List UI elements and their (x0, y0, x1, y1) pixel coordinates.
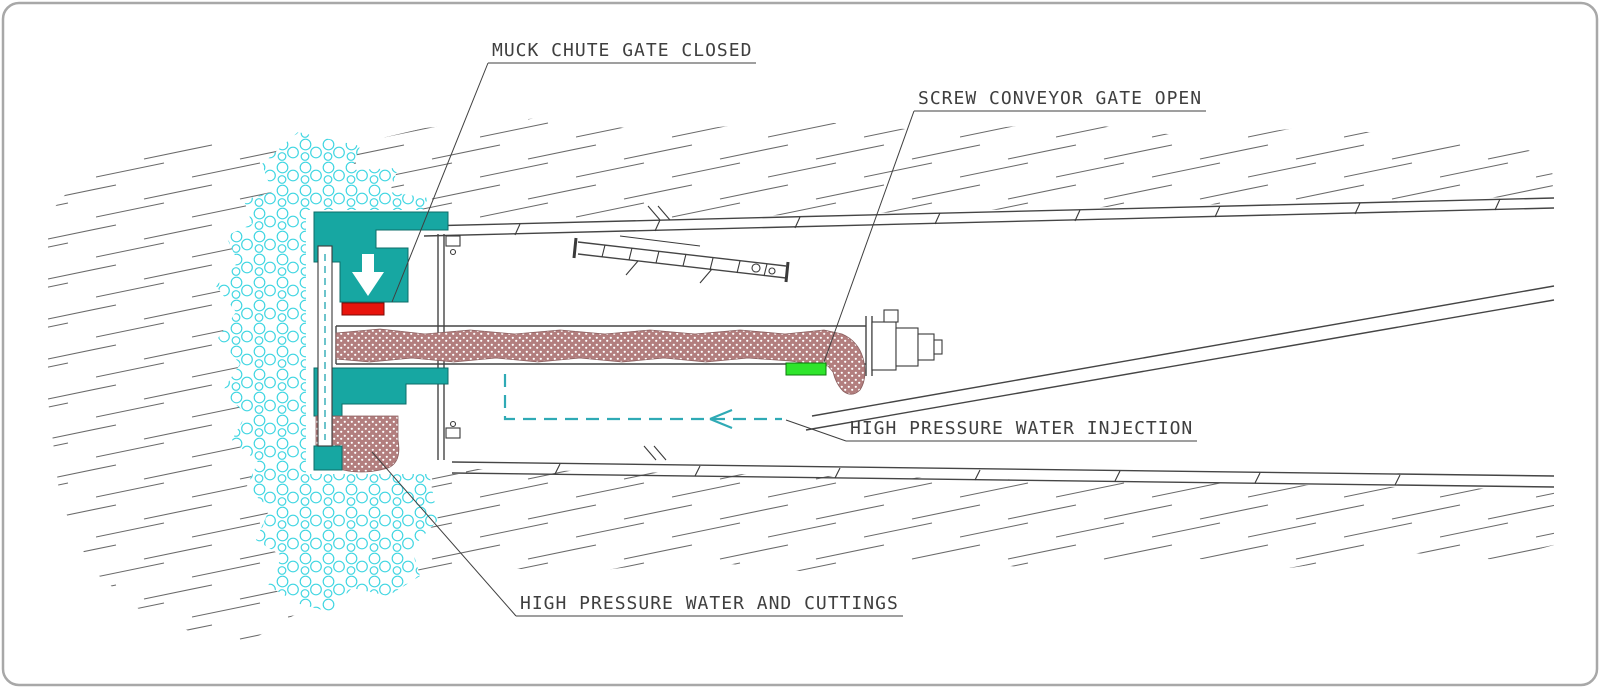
cutterhead-face-plate (317, 245, 333, 447)
bulkhead-bracket (445, 427, 461, 439)
annotation-screw-conveyor-gate: SCREW CONVEYOR GATE OPEN (823, 88, 1206, 363)
segment-joint-tick (1254, 472, 1261, 484)
bulkhead-bolt (449, 420, 457, 428)
segment-joint-tick (1354, 202, 1361, 215)
label-water-and-cuttings: HIGH PRESSURE WATER AND CUTTINGS (520, 593, 899, 614)
leader-line (371, 451, 517, 617)
gearbox-housing (871, 321, 897, 371)
flow-arrowhead (709, 408, 733, 421)
beam-tick (682, 253, 687, 267)
muck-chute-arrow-icon (352, 254, 384, 296)
equipment-beam (577, 241, 787, 267)
segment-joint-tick (554, 463, 561, 475)
label-muck-chute-gate: MUCK CHUTE GATE CLOSED (492, 40, 752, 61)
segment-joint-tick (694, 465, 701, 477)
beam-tick (709, 257, 714, 271)
arrow-stem (362, 254, 374, 272)
break-symbol (657, 205, 671, 221)
muck-chute-gate-closed (341, 302, 385, 316)
label-water-injection: HIGH PRESSURE WATER INJECTION (850, 418, 1193, 439)
segment-joint-tick (1394, 474, 1401, 486)
gearbox-housing (917, 333, 935, 361)
equipment-pivot (751, 263, 761, 273)
annotation-muck-chute-gate: MUCK CHUTE GATE CLOSED (391, 40, 756, 303)
beam-tick (601, 244, 606, 258)
flow-arrowhead (709, 417, 733, 430)
equipment-leg (625, 260, 639, 276)
segment-joint-tick (974, 469, 981, 481)
leader-line (391, 62, 489, 303)
tunnel-lining-top (423, 197, 1555, 237)
segment-joint-tick (1114, 470, 1121, 482)
break-symbol (647, 205, 661, 221)
overhead-equipment (572, 235, 790, 284)
gearbox-detail (883, 309, 899, 323)
beam-tick (628, 247, 633, 261)
gearbox-housing (895, 327, 919, 367)
beam-tick (763, 263, 768, 277)
arrow-head (352, 272, 384, 296)
slope-line (811, 285, 1555, 417)
lining-line (423, 197, 1555, 227)
leader-line (823, 110, 915, 363)
segment-joint-tick (1074, 209, 1081, 222)
drive-shaft-end (933, 339, 943, 355)
segment-joint-tick (654, 219, 661, 232)
water-flow-dashed-line (503, 374, 782, 421)
break-symbol (653, 445, 667, 461)
screw-conveyor-gate-open (785, 362, 827, 376)
lining-line (451, 472, 1555, 488)
equipment-detail-line (619, 235, 701, 247)
bulkhead-bolt (449, 248, 457, 256)
water-injection-flow (503, 374, 782, 430)
segment-joint-tick (834, 467, 841, 479)
break-symbol (643, 445, 657, 461)
tunnel-lining-bottom (451, 445, 1555, 488)
bulkhead-bracket (445, 235, 461, 247)
slope-line (805, 299, 1555, 431)
annotation-water-injection: HIGH PRESSURE WATER INJECTION (785, 418, 1197, 442)
beam-tick (655, 250, 660, 264)
segment-joint-tick (514, 223, 521, 236)
lining-line (423, 207, 1555, 237)
label-screw-conveyor-gate: SCREW CONVEYOR GATE OPEN (918, 88, 1202, 109)
beam-end-plate (784, 261, 790, 283)
conveyor-muck-flow (335, 328, 866, 395)
beam-tick (736, 260, 741, 274)
segment-joint-tick (934, 212, 941, 225)
segment-joint-tick (794, 216, 801, 229)
screw-conveyor (335, 309, 943, 395)
beam-end-plate (572, 237, 578, 259)
equipment-beam (577, 253, 787, 279)
segment-joint-tick (1494, 198, 1501, 211)
leader-line (785, 419, 847, 442)
cutterhead-foot (313, 445, 343, 471)
equipment-pivot (768, 267, 776, 275)
belt-conveyor-slope (805, 285, 1555, 431)
annotation-water-and-cuttings: HIGH PRESSURE WATER AND CUTTINGS (371, 451, 903, 617)
segment-joint-tick (1214, 205, 1221, 218)
equipment-leg (699, 268, 713, 284)
lining-line (451, 461, 1555, 477)
